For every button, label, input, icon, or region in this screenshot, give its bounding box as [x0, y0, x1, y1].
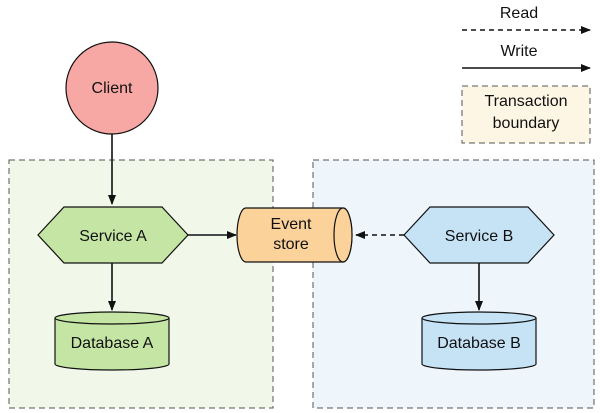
database-b-node [421, 311, 537, 371]
legend-transaction-label-line2: boundary [493, 115, 560, 132]
event-store-label-line2: store [273, 236, 309, 253]
database-b-label: Database B [437, 335, 521, 352]
service-b-node [403, 206, 555, 264]
client-label: Client [92, 80, 133, 97]
transaction-boundary-b [312, 159, 595, 409]
legend-transaction-boundary [461, 85, 591, 144]
legend-write-label: Write [500, 43, 537, 60]
service-b-label: Service B [445, 228, 513, 245]
service-a-label: Service A [79, 228, 147, 245]
event-store-label-line1: Event [271, 216, 312, 233]
database-a-label: Database A [71, 335, 154, 352]
database-a-node [54, 311, 170, 371]
legend-read-label: Read [500, 5, 538, 22]
legend-transaction-label-line1: Transaction [485, 93, 568, 110]
event-store-node [236, 207, 353, 263]
transaction-boundary-a [8, 159, 274, 409]
